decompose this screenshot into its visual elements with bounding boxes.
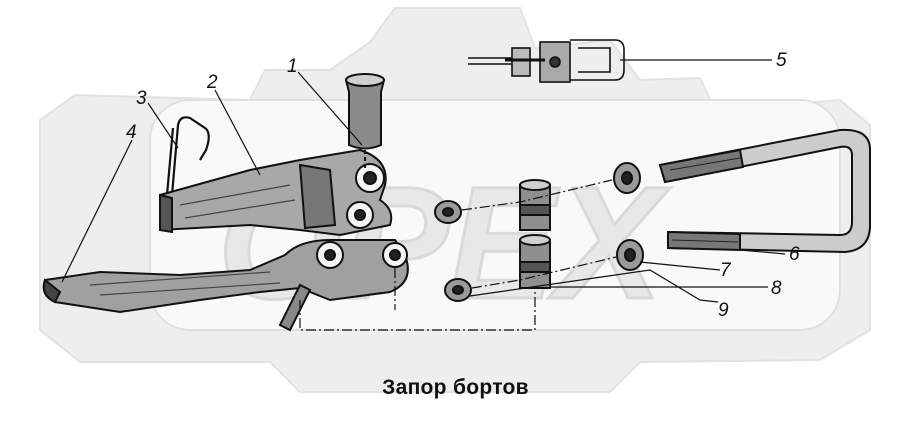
leader-3 (147, 102, 179, 149)
callout-5: 5 (776, 50, 787, 71)
part-1-pin (344, 73, 386, 168)
diagram-caption: Запор бортов (382, 376, 529, 399)
callout-7: 7 (720, 260, 732, 281)
leader-lines (61, 59, 786, 303)
callout-6: 6 (789, 244, 800, 265)
assembly-axis-lines (299, 179, 617, 331)
leader-2 (214, 89, 261, 176)
leader-1 (297, 71, 363, 146)
part-9-nut-upper (434, 200, 462, 224)
leader-4 (61, 139, 133, 283)
leader-6 (739, 249, 786, 255)
callout-labels: 1 2 3 4 5 6 7 8 9 (126, 50, 800, 321)
callout-8: 8 (771, 278, 782, 299)
part-5-latch-detail (468, 39, 625, 83)
part-7-washer-lower (616, 239, 644, 271)
part-8-coupling-upper (519, 179, 551, 231)
callout-4: 4 (126, 122, 137, 143)
part-7-washer-upper (613, 162, 641, 194)
callout-2: 2 (206, 72, 218, 93)
part-8-coupling-lower (519, 234, 551, 289)
part-6-u-bolt (658, 128, 871, 254)
part-4-lever (42, 239, 409, 332)
leader-7 (639, 261, 721, 271)
callout-9: 9 (718, 300, 729, 321)
callout-1: 1 (287, 56, 298, 77)
leader-9 (469, 269, 719, 303)
callout-3: 3 (136, 88, 147, 109)
part-9-nut-lower (444, 278, 472, 302)
